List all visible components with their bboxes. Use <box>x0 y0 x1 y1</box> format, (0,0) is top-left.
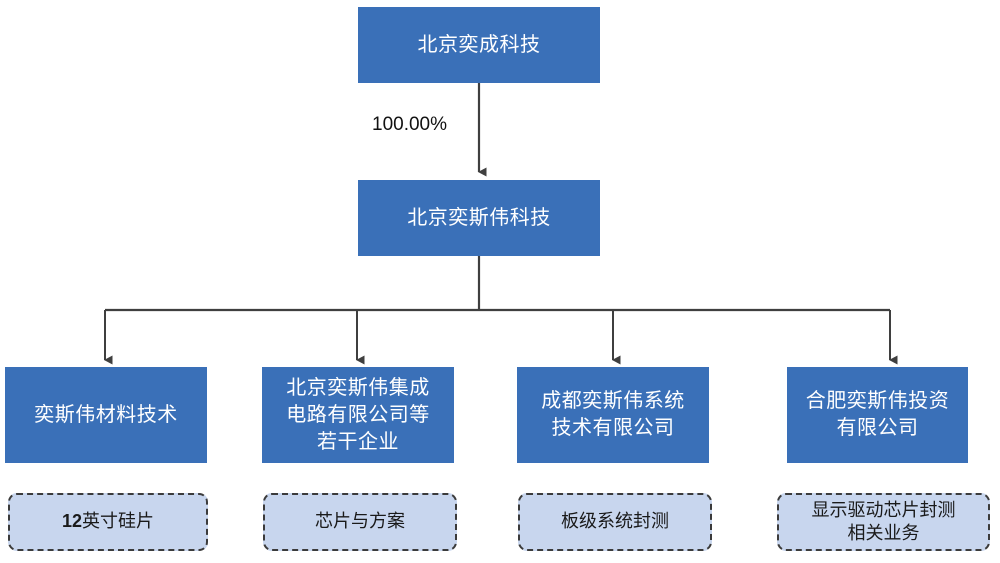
node-root-label: 北京奕成科技 <box>417 33 541 56</box>
business-tag-3-label: 板级系统封测 <box>561 510 669 533</box>
node-subsidiary-4[interactable]: 合肥奕斯伟投资 有限公司 <box>787 367 968 463</box>
business-tag-2-rest: 芯片与方案 <box>315 511 405 532</box>
node-parent[interactable]: 北京奕斯伟科技 <box>358 180 600 256</box>
business-tag-3[interactable]: 板级系统封测 <box>518 493 712 551</box>
business-tag-1-rest: 英寸硅片 <box>82 511 155 532</box>
node-parent-label: 北京奕斯伟科技 <box>407 206 551 229</box>
business-tag-2[interactable]: 芯片与方案 <box>263 493 457 551</box>
business-tag-4-label: 显示驱动芯片封测 相关业务 <box>812 499 956 546</box>
node-subsidiary-3-label: 成都奕斯伟系统 技术有限公司 <box>541 390 685 439</box>
business-tag-3-rest: 板级系统封测 <box>561 511 669 532</box>
business-tag-1-label: 12英寸硅片 <box>62 510 154 533</box>
node-subsidiary-1-label: 奕斯伟材料技术 <box>34 403 178 426</box>
node-subsidiary-1[interactable]: 奕斯伟材料技术 <box>5 367 207 463</box>
business-tag-1[interactable]: 12英寸硅片 <box>8 493 208 551</box>
business-tag-1-lead: 12 <box>61 511 83 532</box>
node-subsidiary-4-label: 合肥奕斯伟投资 有限公司 <box>805 390 950 439</box>
node-subsidiary-2[interactable]: 北京奕斯伟集成 电路有限公司等 若干企业 <box>262 367 454 463</box>
edge-label-ownership: 100.00% <box>372 114 447 136</box>
business-tag-4[interactable]: 显示驱动芯片封测 相关业务 <box>777 493 990 551</box>
business-tag-4-rest: 显示驱动芯片封测 相关业务 <box>811 499 956 543</box>
node-subsidiary-2-label: 北京奕斯伟集成 电路有限公司等 若干企业 <box>286 376 430 453</box>
edge-label-ownership-text: 100.00% <box>372 114 448 135</box>
business-tag-2-label: 芯片与方案 <box>315 510 405 533</box>
node-subsidiary-3[interactable]: 成都奕斯伟系统 技术有限公司 <box>517 367 709 463</box>
node-root[interactable]: 北京奕成科技 <box>358 7 600 83</box>
